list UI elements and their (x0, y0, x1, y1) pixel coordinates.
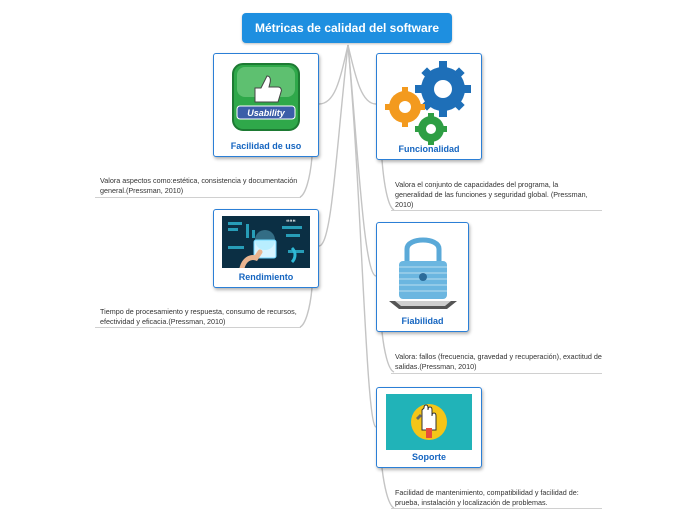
note-underline-fiabilidad (391, 373, 602, 374)
performance-image: ❝❝❝ (214, 216, 318, 268)
connector-rendimiento (318, 44, 349, 247)
note-soporte: Facilidad de mantenimiento, compatibilid… (395, 488, 579, 507)
gear-green-icon (415, 113, 447, 145)
note-underline-rendimiento (95, 327, 301, 328)
gear-orange-icon (385, 87, 425, 127)
note-underline-facilidad (95, 197, 301, 198)
wrench-hand-icon (411, 404, 447, 440)
root-topic[interactable]: Métricas de calidad del software (242, 13, 452, 43)
svg-text:❝❝❝: ❝❝❝ (286, 220, 296, 226)
label-soporte: Soporte (411, 452, 446, 462)
connector-note-funcionalidad (381, 159, 395, 211)
padlock-image (377, 229, 468, 311)
topic-rendimiento[interactable]: ❝❝❝ Rendimiento (213, 209, 319, 288)
connector-note-rendimiento (299, 287, 313, 328)
gears-image (377, 59, 481, 147)
label-facilidad-de-uso: Facilidad de uso (230, 141, 302, 151)
connector-facilidad (318, 44, 349, 105)
connector-note-soporte (381, 467, 395, 509)
note-funcionalidad: Valora el conjunto de capacidades del pr… (395, 180, 588, 209)
connector-note-fiabilidad (381, 331, 395, 373)
svg-text:Usability: Usability (247, 108, 286, 118)
support-image (377, 394, 481, 450)
padlock-icon (398, 237, 447, 299)
topic-funcionalidad[interactable]: Funcionalidad (376, 53, 482, 160)
connector-fiabilidad (347, 44, 377, 277)
label-fiabilidad: Fiabilidad (401, 316, 444, 326)
connector-soporte (347, 44, 377, 428)
topic-facilidad-de-uso[interactable]: Usability Facilidad de uso (213, 53, 319, 157)
topic-soporte[interactable]: Soporte (376, 387, 482, 468)
note-facilidad-de-uso: Valora aspectos como:estética, consisten… (100, 176, 298, 195)
label-funcionalidad: Funcionalidad (398, 144, 460, 154)
thumbs-up-icon (254, 75, 282, 103)
connector-funcionalidad (347, 44, 377, 105)
connector-note-facilidad (299, 156, 313, 198)
label-rendimiento: Rendimiento (238, 272, 294, 282)
note-underline-soporte (391, 508, 602, 509)
note-rendimiento: Tiempo de procesamiento y respuesta, con… (100, 307, 297, 326)
topic-fiabilidad[interactable]: Fiabilidad (376, 222, 469, 332)
note-fiabilidad: Valora: fallos (frecuencia, gravedad y r… (395, 352, 602, 371)
note-underline-funcionalidad (391, 210, 602, 211)
usability-image: Usability (214, 62, 318, 132)
